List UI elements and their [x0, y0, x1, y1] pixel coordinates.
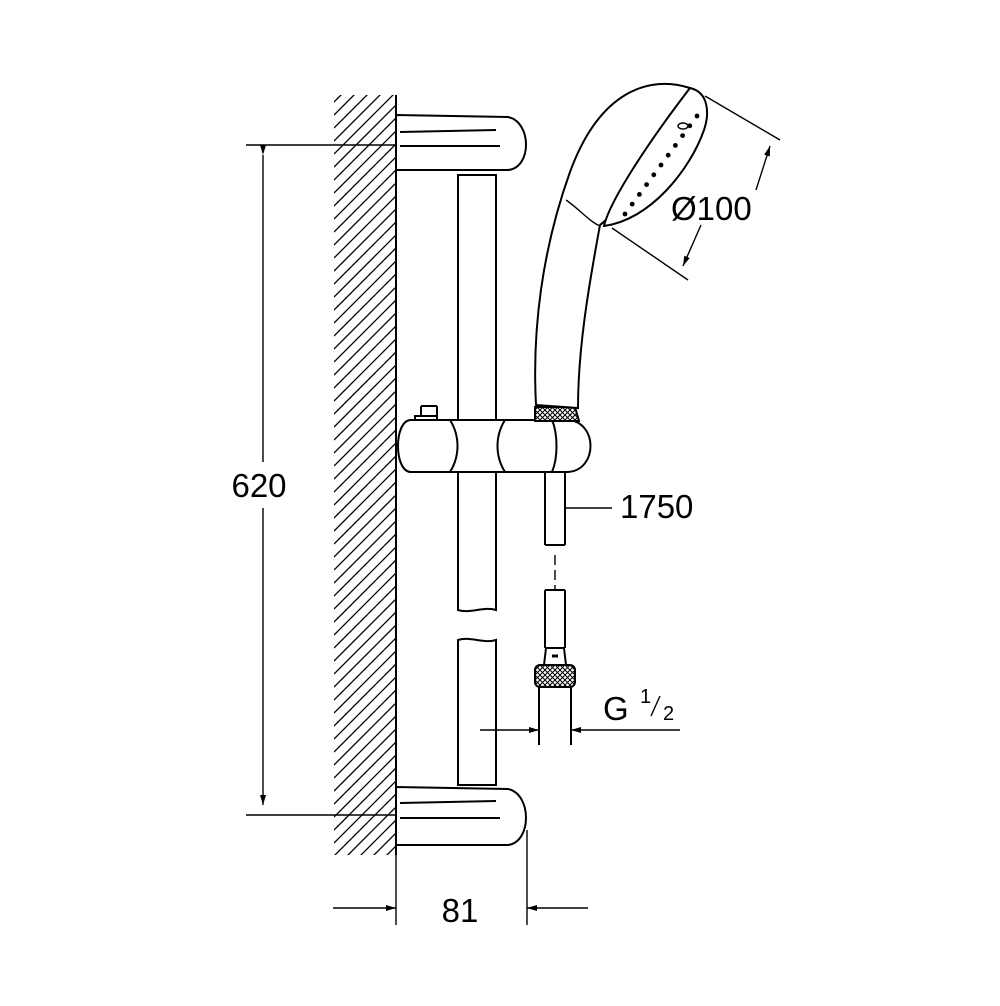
dimension-head-diameter: Ø100 — [611, 95, 781, 281]
hose — [534, 472, 576, 745]
projection-label: 81 — [442, 892, 479, 929]
slider-holder — [397, 405, 592, 473]
thread-label: G — [603, 690, 629, 727]
thread-fraction-den: 2 — [663, 703, 674, 725]
dimension-height: 620 — [222, 144, 396, 816]
dimension-projection: 81 — [333, 830, 588, 929]
upper-wall-bracket — [395, 113, 527, 171]
thread-main: G — [603, 690, 629, 727]
head-diameter-label: Ø100 — [671, 190, 752, 227]
dimension-thread: G 1 2 — [480, 686, 680, 733]
hand-shower — [534, 82, 708, 410]
thread-fraction-slash — [650, 695, 661, 717]
thread-fraction-num: 1 — [640, 686, 651, 708]
hose-length-label: 1750 — [620, 488, 693, 525]
height-label: 620 — [231, 467, 286, 504]
dimension-hose-length: 1750 — [565, 488, 693, 525]
rail-bar — [457, 174, 497, 786]
wall — [334, 95, 397, 855]
lower-wall-bracket — [395, 785, 527, 846]
